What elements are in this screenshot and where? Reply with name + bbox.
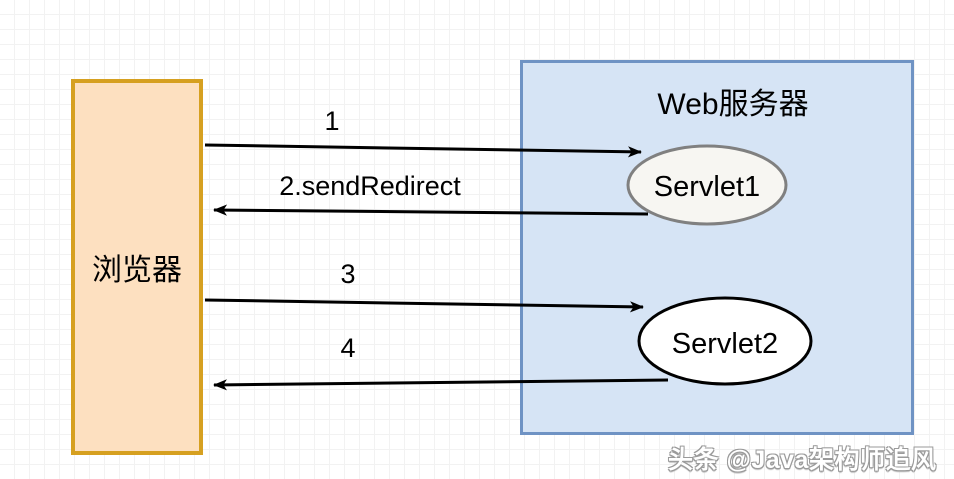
browser-box[interactable] (71, 79, 203, 455)
edge-1-line[interactable] (204, 143, 642, 158)
web-server-title: Web服务器 (657, 88, 808, 121)
servlet1-label: Servlet1 (654, 171, 760, 203)
servlet1-node[interactable] (626, 144, 788, 226)
edge-3-label: 3 (340, 259, 355, 289)
edge-4-label: 4 (340, 333, 355, 363)
edge-3-line[interactable] (204, 298, 644, 313)
edge-2-line[interactable] (213, 204, 649, 216)
browser-label: 浏览器 (92, 254, 182, 287)
edge-4-line[interactable] (213, 378, 669, 391)
servlet2-label: Servlet2 (672, 328, 778, 360)
servlet2-node[interactable] (637, 296, 813, 386)
edge-1-label: 1 (324, 106, 339, 136)
edge-2-label: 2.sendRedirect (279, 171, 461, 201)
